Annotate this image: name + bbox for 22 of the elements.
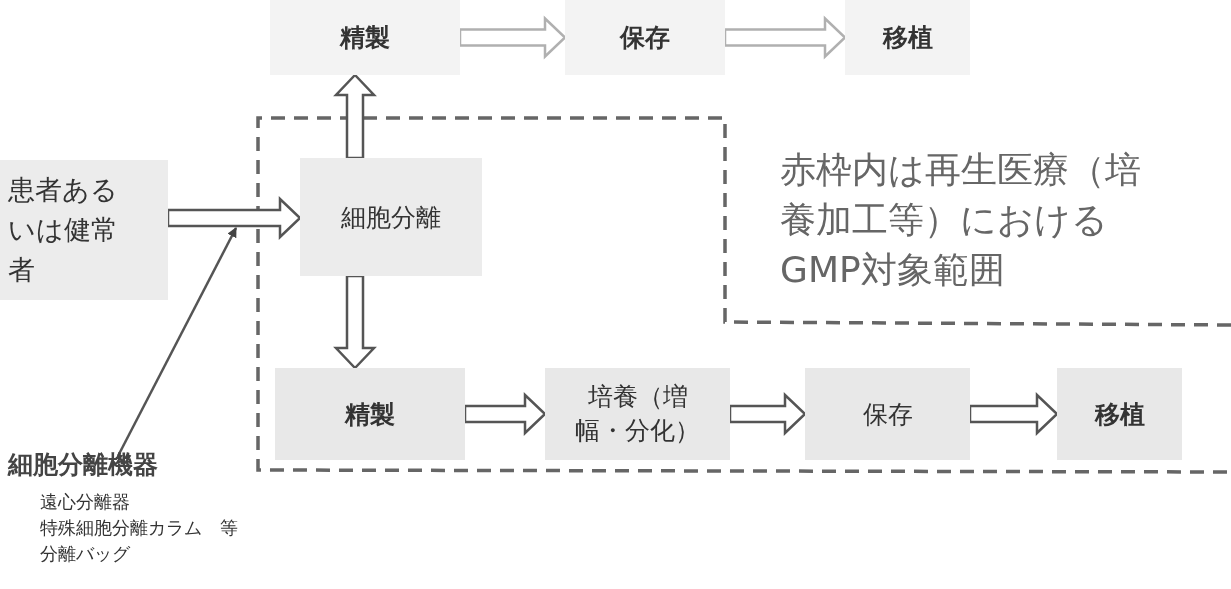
block-arrow [166, 196, 302, 240]
block-arrow [728, 392, 807, 436]
process-box: 移植 [845, 0, 970, 75]
process-box: 培養（増幅・分化） [545, 368, 730, 460]
process-box: 精製 [275, 368, 465, 460]
process-box: 患者あるいは健常者 [0, 160, 168, 300]
process-box: 移植 [1057, 368, 1182, 460]
block-arrow [333, 73, 377, 160]
device-item: 特殊細胞分離カラム 等 [40, 516, 238, 540]
block-arrow [968, 392, 1059, 436]
block-arrow [463, 392, 547, 436]
block-arrow [333, 274, 377, 370]
scope-note: 赤枠内は再生医療（培養加工等）におけるGMP対象範囲 [780, 148, 1142, 292]
device-heading: 細胞分離機器 [8, 449, 158, 481]
block-arrow [458, 15, 567, 60]
device-item: 遠心分離器 [40, 490, 130, 514]
process-box: 細胞分離 [300, 158, 482, 276]
block-arrow [723, 15, 847, 60]
process-box: 保存 [565, 0, 725, 75]
device-item: 分離バッグ [40, 542, 130, 566]
process-box: 精製 [270, 0, 460, 75]
process-box: 保存 [805, 368, 970, 460]
